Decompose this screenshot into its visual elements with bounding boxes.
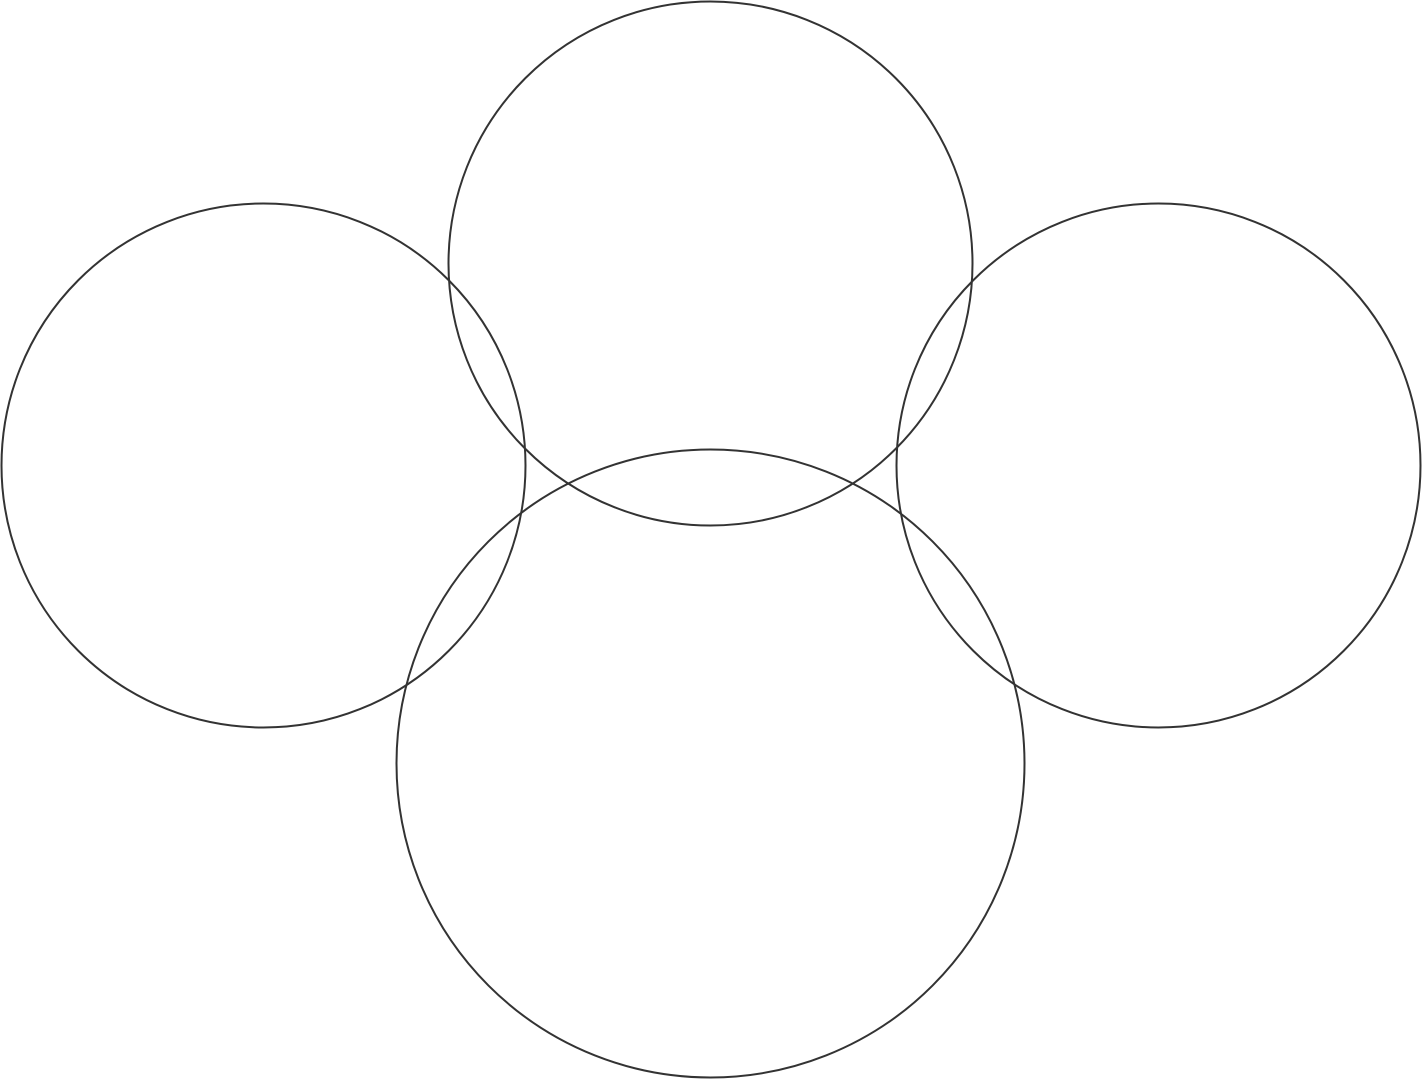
circle-right xyxy=(895,202,1422,729)
circle-bottom xyxy=(395,448,1026,1079)
circle-top xyxy=(447,0,974,527)
circle-left xyxy=(0,202,527,729)
